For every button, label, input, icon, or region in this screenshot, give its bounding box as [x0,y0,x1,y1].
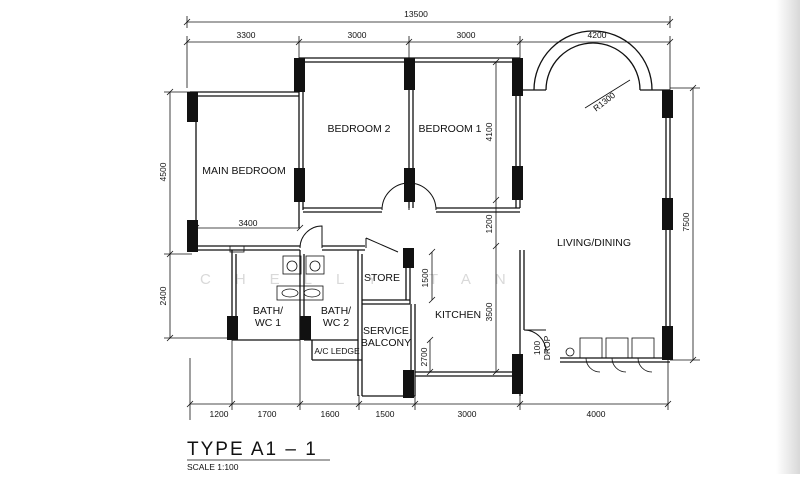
room-bath-2-line1: BATH/ [321,305,351,317]
room-ac-ledge: A/C LEDGE [314,346,360,356]
room-store: STORE [364,272,400,284]
dim-bottom-2: 1700 [258,409,277,419]
room-bath-1-line2: WC 1 [255,317,281,329]
dim-top-1: 3300 [237,30,256,40]
dim-bottom-4: 1500 [376,409,395,419]
room-living-dining: LIVING/DINING [557,237,631,249]
dim-main-bedroom-width: 3400 [239,218,258,228]
dim-left-upper: 4500 [158,162,168,181]
dim-bay-radius: R1300 [591,90,617,113]
dim-bottom-5: 3000 [458,409,477,419]
drawing-title: TYPE A1 – 1 [187,439,318,460]
dim-bottom-6: 4000 [587,409,606,419]
dim-overall-width: 13500 [404,9,428,19]
room-bedroom-1: BEDROOM 1 [418,123,481,135]
dim-top-2: 3000 [348,30,367,40]
dim-left-lower: 2400 [158,286,168,305]
doors [299,182,547,353]
watermark-text: CHELLY TAN [200,271,530,288]
dim-service-depth: 2700 [419,347,429,366]
room-bath-2-line2: WC 2 [323,317,349,329]
dim-bottom-1: 1200 [210,409,229,419]
dim-kitchen-depth: 3500 [484,302,494,321]
room-main-bedroom: MAIN BEDROOM [202,165,285,177]
dim-store-depth: 1500 [420,268,430,287]
dim-top-4: 4200 [588,30,607,40]
room-service-line1: SERVICE [363,325,409,337]
drop-label-line1: 100 [532,341,542,355]
room-bedroom-2: BEDROOM 2 [327,123,390,135]
dim-right-overall: 7500 [681,212,691,231]
room-labels: MAIN BEDROOM BEDROOM 2 BEDROOM 1 LIVING/… [202,123,631,360]
room-bath-1-line1: BATH/ [253,305,283,317]
room-kitchen: KITCHEN [435,309,481,321]
dim-bedroom1-depth: 4100 [484,122,494,141]
dim-top-3: 3000 [457,30,476,40]
page-edge-shadow [776,0,800,474]
room-service-line2: BALCONY [361,337,411,349]
dimension-lines [164,16,700,420]
dimension-labels: 13500 3300 3000 3000 4200 1200 1700 1600… [158,9,691,419]
dim-corridor: 1200 [484,214,494,233]
dim-bottom-3: 1600 [321,409,340,419]
fixtures [229,245,655,373]
drop-label-line2: DROP [542,335,552,360]
drawing-scale: SCALE 1:100 [187,462,239,472]
